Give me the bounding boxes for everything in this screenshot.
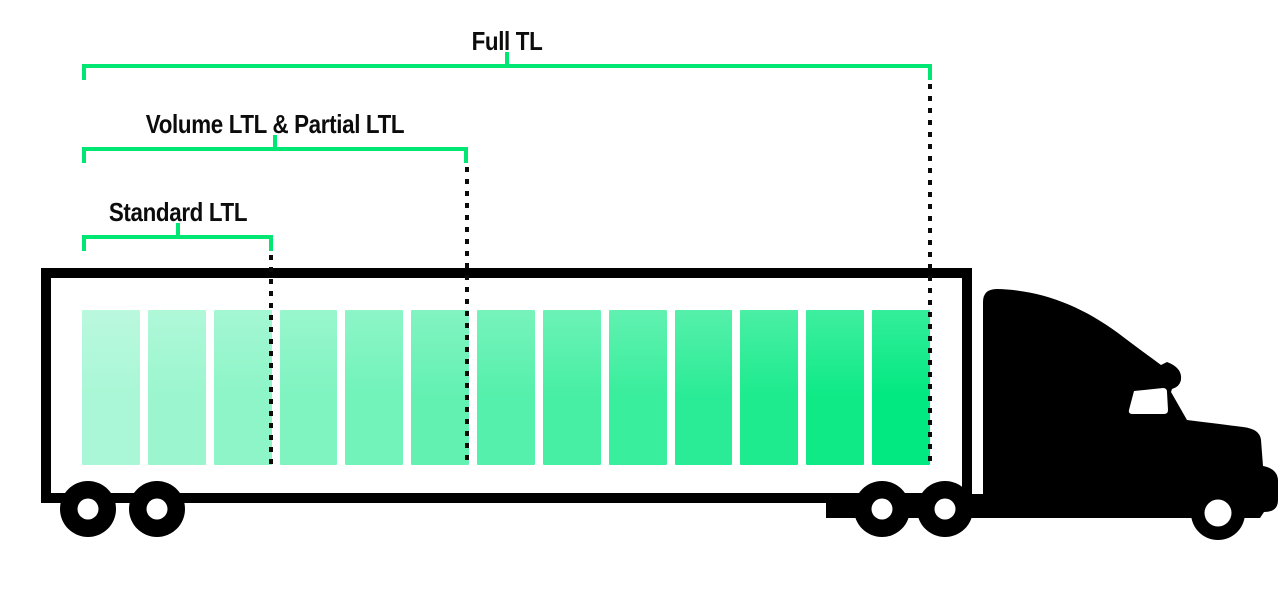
boundary-line-full-tl [928, 84, 932, 465]
cargo-bar [147, 310, 206, 465]
trailer-wheel [854, 481, 910, 537]
bracket-center-tick [505, 52, 509, 65]
cargo-bar [608, 310, 667, 465]
truck-cab-silhouette [983, 289, 1278, 518]
wheel-hub [1204, 499, 1232, 527]
wheel-hub [871, 498, 893, 520]
label-standard-ltl: Standard LTL [108, 197, 247, 227]
cargo-bar [279, 310, 338, 465]
boundary-line-standard-ltl [269, 255, 273, 465]
label-volume-partial-ltl: Volume LTL & Partial LTL [145, 109, 405, 139]
wheel-hub [77, 498, 99, 520]
cab-wheel [1191, 486, 1245, 540]
bracket-standard-ltl: Standard LTL [82, 197, 273, 251]
bracket-full-tl: Full TL [82, 26, 932, 80]
cargo-bar [477, 310, 535, 465]
cargo-bars [82, 310, 930, 465]
boundary-line-volume-ltl [465, 167, 469, 465]
trailer-wheel [917, 481, 973, 537]
cargo-bar [674, 310, 733, 465]
bracket-center-tick [175, 223, 180, 236]
cargo-bar [806, 310, 865, 465]
cargo-bar [542, 310, 601, 465]
trailer-wheel [60, 481, 116, 537]
bracket-center-tick [273, 135, 277, 148]
wheel-hub [146, 498, 168, 520]
wheel-hub [934, 498, 956, 520]
trailer-wheel [129, 481, 185, 537]
cargo-bar [345, 310, 404, 465]
cargo-bar [740, 310, 799, 465]
cargo-bar [213, 310, 272, 465]
cab-window [1128, 388, 1168, 414]
cargo-bar [82, 310, 140, 465]
cargo-bar [872, 310, 930, 465]
label-full-tl: Full TL [471, 26, 543, 56]
bracket-volume-partial-ltl: Volume LTL & Partial LTL [82, 109, 468, 163]
cargo-bar [411, 310, 470, 465]
